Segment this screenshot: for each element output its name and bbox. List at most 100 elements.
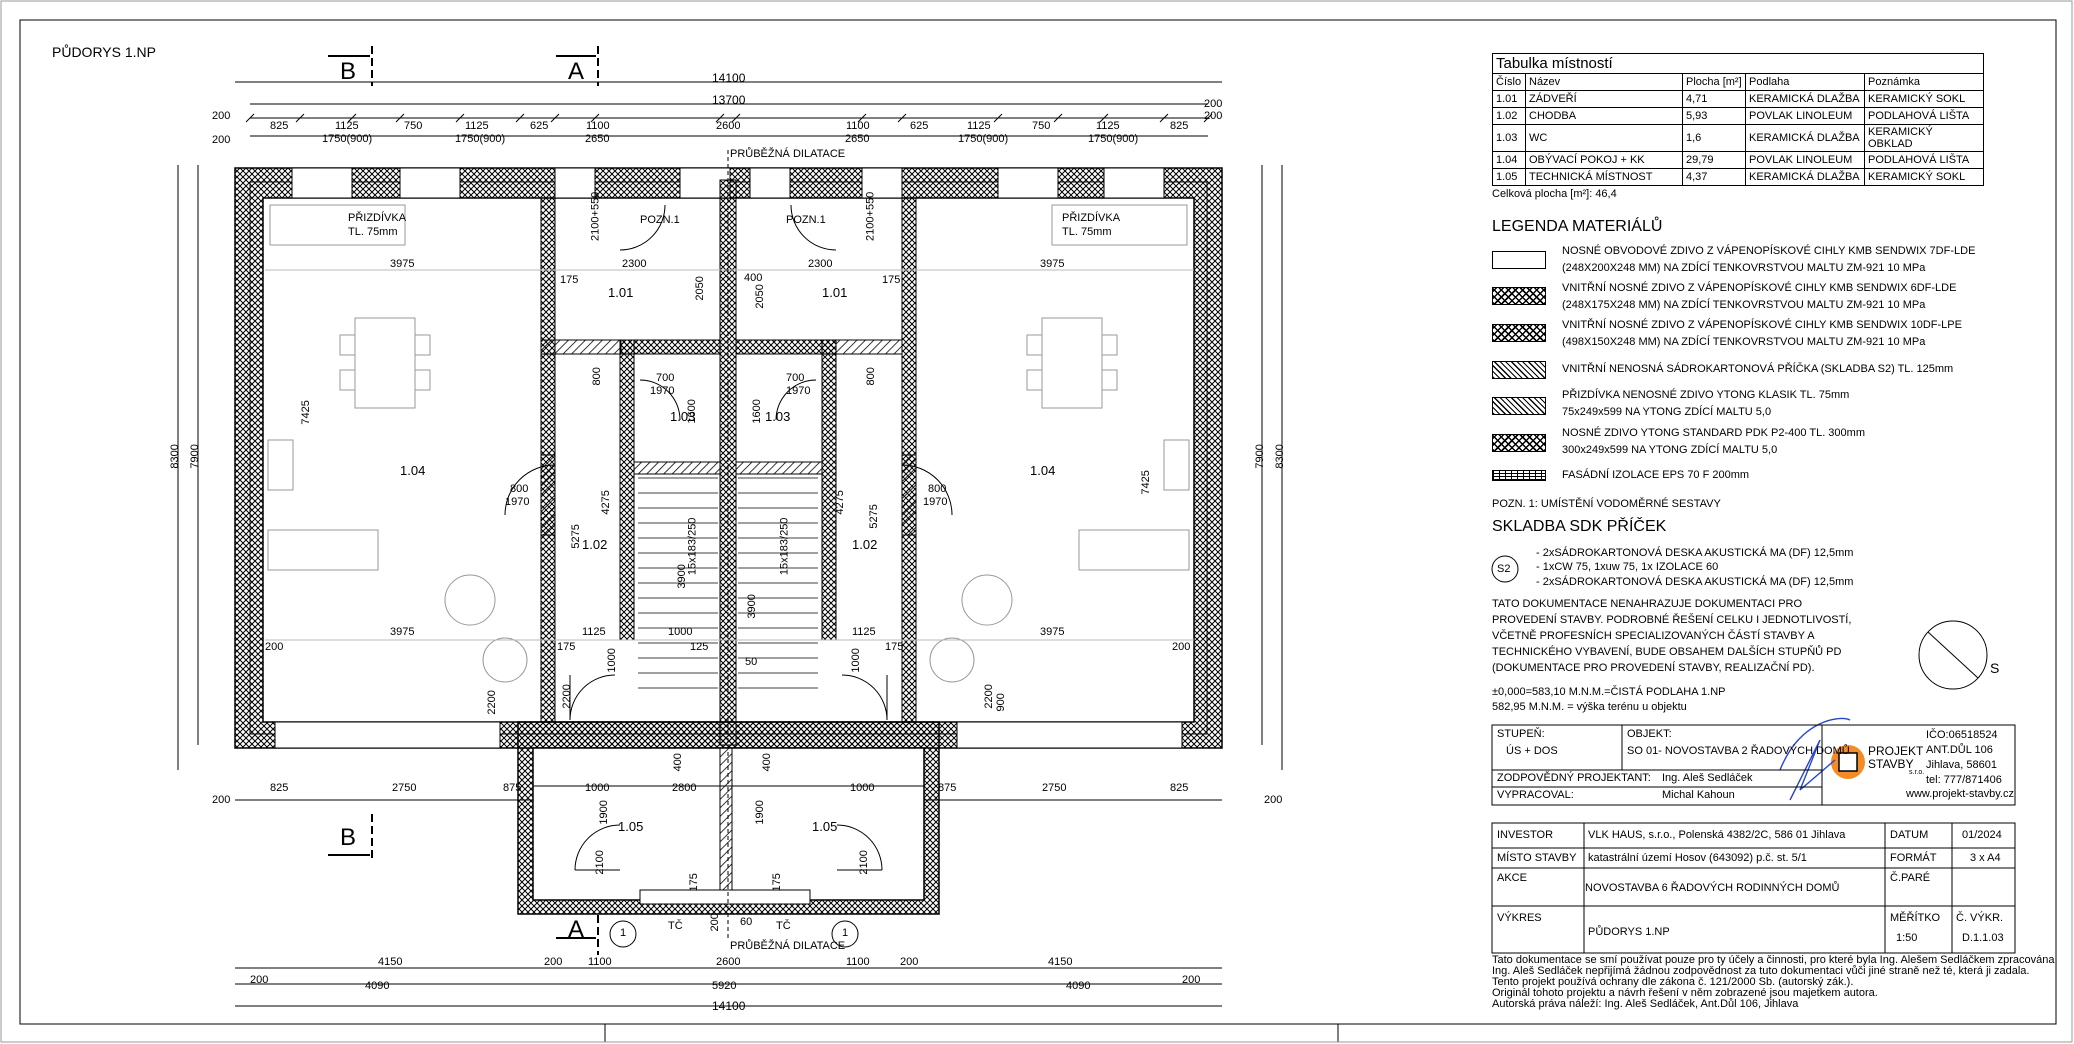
dim-4275-left: 4275	[599, 490, 612, 515]
cell: ZÁDVEŘÍ	[1525, 90, 1683, 108]
cell: KERAMICKÁ DLAŽBA	[1745, 90, 1865, 108]
dim-2050-right: 2050	[753, 284, 766, 309]
sdk-code: S2	[1497, 563, 1511, 575]
dimension-tick	[1053, 113, 1063, 123]
dim-2200-l: 2200	[560, 684, 573, 709]
dim-1900-l: 1900	[597, 800, 610, 825]
cell: 29,79	[1682, 151, 1746, 169]
dim-1125: 1125	[967, 120, 991, 132]
tb-pare-label: Č.PARÉ	[1890, 872, 1931, 884]
dim-3975: 3975	[390, 258, 415, 270]
dimension-tick	[731, 113, 741, 123]
dim-50: 50	[745, 656, 758, 668]
tb-misto-label: MÍSTO STAVBY	[1497, 852, 1577, 864]
legend-text: VNITŘNÍ NENOSNÁ SÁDROKARTONOVÁ PŘÍČKA (S…	[1562, 363, 1954, 375]
tb-vykres-value: PŮDORYS 1.NP	[1588, 926, 1670, 938]
dim-4150: 4150	[378, 956, 403, 968]
tb-akce-value: NOVOSTAVBA 6 ŘADOVÝCH RODINNÝCH DOMŮ	[1585, 882, 1840, 894]
sdk-line: - 1xCW 75, 1xuw 75, 1x IZOLACE 60	[1536, 561, 1719, 573]
dim-1125: 1125	[465, 120, 489, 132]
level-note-2: 582,95 M.N.M. = výška terénu u objektu	[1492, 701, 1687, 713]
doors	[504, 204, 953, 871]
cell: KERAMICKÁ DLAŽBA	[1745, 124, 1865, 152]
footer-line: Tato dokumentace se smí používat pouze p…	[1492, 954, 2058, 966]
dim-200: 200	[212, 134, 231, 146]
room-1-05-right: 1.05	[812, 819, 838, 834]
dim-7425-right: 7425	[1139, 470, 1152, 495]
room-1-04-left: 1.04	[400, 463, 426, 478]
room-table-total: Celková plocha [m²]: 46,4	[1492, 188, 1617, 200]
stamp-web: www.projekt-stavby.cz	[1906, 788, 2014, 800]
legend-text: (248X175X248 MM) NA ZDÍCÍ TENKOVRSTVOU M…	[1562, 299, 1926, 311]
dimension-tick	[455, 113, 465, 123]
dim-3975: 3975	[1040, 258, 1065, 270]
stamp-vypracoval-label: VYPRACOVAL:	[1497, 789, 1574, 801]
dim-900-rr: 900	[994, 693, 1007, 712]
section-b-bottom: B	[340, 824, 357, 851]
dim-750: 750	[1032, 120, 1051, 132]
footer-line: Tento projekt používá ochrany dle zákona…	[1492, 976, 1854, 988]
dim-175-v: 175	[687, 873, 700, 892]
top-dimensions	[235, 81, 1222, 137]
section-b-top: B	[340, 58, 357, 85]
tc-right: TČ	[776, 920, 791, 932]
tb-cvykr-label: Č. VÝKR.	[1956, 912, 2004, 924]
dimension-tick	[897, 113, 907, 123]
tb-misto-value: katastrální území Hosov (643092) p.č. st…	[1588, 852, 1807, 864]
dim-200: 200	[212, 794, 231, 806]
dimension-tick	[590, 113, 600, 123]
dim-400: 400	[744, 272, 763, 284]
legend-swatch-prizdivka	[1492, 397, 1546, 415]
dim-1100: 1100	[586, 120, 610, 132]
dim-175: 175	[560, 274, 579, 286]
dim-175-v: 175	[770, 873, 783, 892]
th-plocha: Plocha [m²]	[1682, 73, 1746, 91]
dim-200: 200	[212, 110, 231, 122]
dim-1100: 1100	[846, 120, 870, 132]
cell: 5,93	[1682, 107, 1746, 125]
dim-4150: 4150	[1048, 956, 1073, 968]
dim-1100-b: 1100	[846, 956, 870, 968]
tb-investor-value: VLK HAUS, s.r.o., Polenská 4382/2C, 586 …	[1588, 829, 1846, 841]
dim-1970: 1970	[923, 496, 948, 508]
dim-2050-left: 2050	[693, 276, 706, 301]
room-1-03-left: 1.03	[670, 409, 696, 424]
cell: 1,6	[1682, 124, 1746, 152]
tb-meritko-value: 1:50	[1896, 932, 1918, 944]
plan-title: PŮDORYS 1.NP	[52, 44, 156, 60]
dim-825: 825	[1170, 120, 1189, 132]
section-a-top: A	[568, 58, 585, 85]
dim-825-b: 825	[1170, 782, 1189, 794]
dim-total-top: 14100	[712, 71, 746, 85]
dim-1125: 1125	[852, 626, 876, 638]
tb-datum-label: DATUM	[1890, 829, 1929, 841]
dim-8300-left: 8300	[168, 444, 181, 469]
dim-175: 175	[557, 641, 576, 653]
dim-4090: 4090	[365, 980, 390, 992]
pozn-left: POZN.1	[640, 214, 680, 226]
dim-175: 175	[882, 274, 901, 286]
dim-1125: 1125	[582, 626, 606, 638]
dimension-tick	[857, 113, 867, 123]
stamp-logo-sro: s.r.o.	[1909, 769, 1925, 776]
dim-200: 200	[544, 956, 563, 968]
stamp-logo-text: PROJEKT STAVBY	[1868, 744, 1924, 772]
legend-title: LEGENDA MATERIÁLŮ	[1492, 218, 1663, 235]
th-poznamka: Poznámka	[1864, 73, 1984, 91]
disclaimer-line: VČETNĚ PROFESNÍCH SPECIALIZOVANÝCH ČÁSTÍ…	[1492, 630, 1815, 642]
dim-5920: 5920	[712, 980, 737, 992]
dim-1000-v: 1000	[605, 648, 618, 673]
stamp-tel: tel: 777/871406	[1926, 774, 2002, 786]
cell: 4,37	[1682, 168, 1746, 186]
stair-label-right: 15x183/250	[778, 517, 791, 576]
dim-200: 200	[1204, 110, 1223, 122]
dim-3975: 3975	[1040, 626, 1065, 638]
stair-label-left: 15x183/250	[686, 517, 699, 576]
section-lines	[328, 46, 599, 955]
dimension-tick	[295, 113, 305, 123]
dim-7900-left: 7900	[188, 444, 201, 469]
